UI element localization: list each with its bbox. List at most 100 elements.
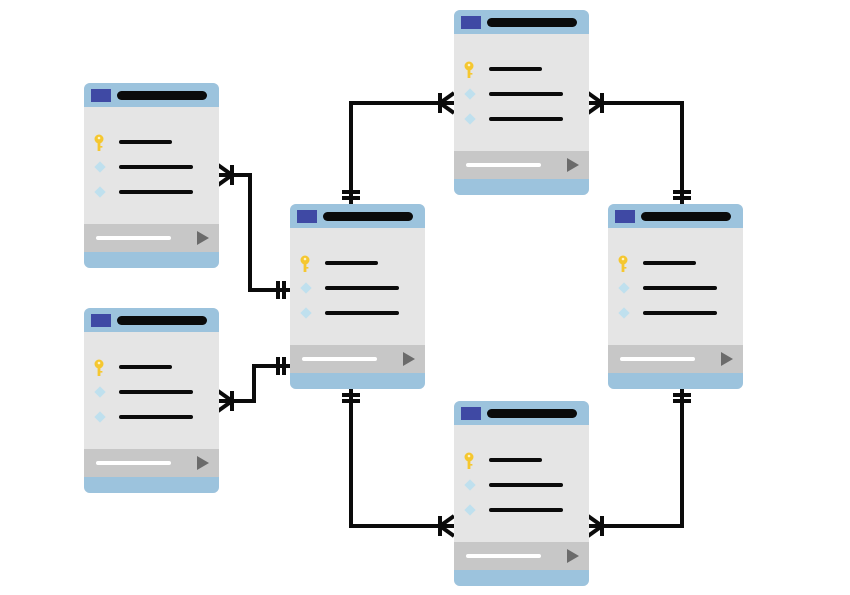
table-title-bar [117,316,207,325]
table-icon [91,89,111,102]
entity-table-right[interactable] [608,204,743,389]
table-base [608,373,743,389]
primary-key-row [290,255,425,273]
diamond-icon [464,88,476,100]
entity-table-top[interactable] [454,10,589,195]
attribute-row [454,111,589,127]
field-line [325,261,378,265]
attribute-row [290,305,425,321]
diamond-icon [300,307,312,319]
footer-line [620,357,695,361]
field-line [489,92,563,96]
diamond-icon [618,282,630,294]
attribute-row [84,409,219,425]
table-header [84,83,219,107]
footer-line [96,236,171,240]
play-icon[interactable] [197,231,209,245]
table-icon [615,210,635,223]
table-footer [454,542,589,570]
attribute-row [84,184,219,200]
field-line [325,311,399,315]
diamond-icon [618,307,630,319]
relationship-line [349,101,454,204]
diamond-icon [464,504,476,516]
diamond-icon [300,282,312,294]
field-line [489,67,542,71]
relationship-line [349,389,454,528]
table-icon [461,16,481,29]
key-icon [463,61,475,79]
relationship-line [588,101,684,204]
table-title-bar [117,91,207,100]
table-base [454,179,589,195]
diamond-icon [94,386,106,398]
field-line [643,286,717,290]
footer-line [466,163,541,167]
field-line [489,117,563,121]
primary-key-row [454,452,589,470]
entity-table-center[interactable] [290,204,425,389]
table-title-bar [641,212,731,221]
field-line [119,390,193,394]
table-base [84,252,219,268]
entity-table-bottom[interactable] [454,401,589,586]
field-line [119,190,193,194]
entity-table-left-top[interactable] [84,83,219,268]
footer-line [96,461,171,465]
diamond-icon [94,186,106,198]
table-header [84,308,219,332]
table-base [454,570,589,586]
table-footer [608,345,743,373]
relationship-line [218,364,290,403]
diamond-icon [94,411,106,423]
field-line [489,458,542,462]
primary-key-row [608,255,743,273]
key-icon [617,255,629,273]
key-icon [299,255,311,273]
diamond-icon [464,479,476,491]
play-icon[interactable] [197,456,209,470]
field-line [119,165,193,169]
field-line [643,311,717,315]
table-icon [461,407,481,420]
field-line [119,365,172,369]
table-header [454,401,589,425]
diamond-icon [464,113,476,125]
attribute-row [608,280,743,296]
primary-key-row [84,359,219,377]
footer-line [302,357,377,361]
field-line [643,261,696,265]
table-icon [297,210,317,223]
table-title-bar [487,18,577,27]
play-icon[interactable] [403,352,415,366]
table-footer [290,345,425,373]
key-icon [93,359,105,377]
field-line [489,508,563,512]
play-icon[interactable] [567,158,579,172]
attribute-row [84,384,219,400]
play-icon[interactable] [567,549,579,563]
field-line [325,286,399,290]
footer-line [466,554,541,558]
play-icon[interactable] [721,352,733,366]
key-icon [93,134,105,152]
field-line [489,483,563,487]
primary-key-row [84,134,219,152]
diamond-icon [94,161,106,173]
table-header [290,204,425,228]
table-base [84,477,219,493]
key-icon [463,452,475,470]
entity-table-left-bottom[interactable] [84,308,219,493]
table-footer [454,151,589,179]
table-icon [91,314,111,327]
relationship-line [588,389,684,528]
table-footer [84,449,219,477]
attribute-row [290,280,425,296]
table-header [454,10,589,34]
field-line [119,140,172,144]
table-base [290,373,425,389]
attribute-row [454,477,589,493]
